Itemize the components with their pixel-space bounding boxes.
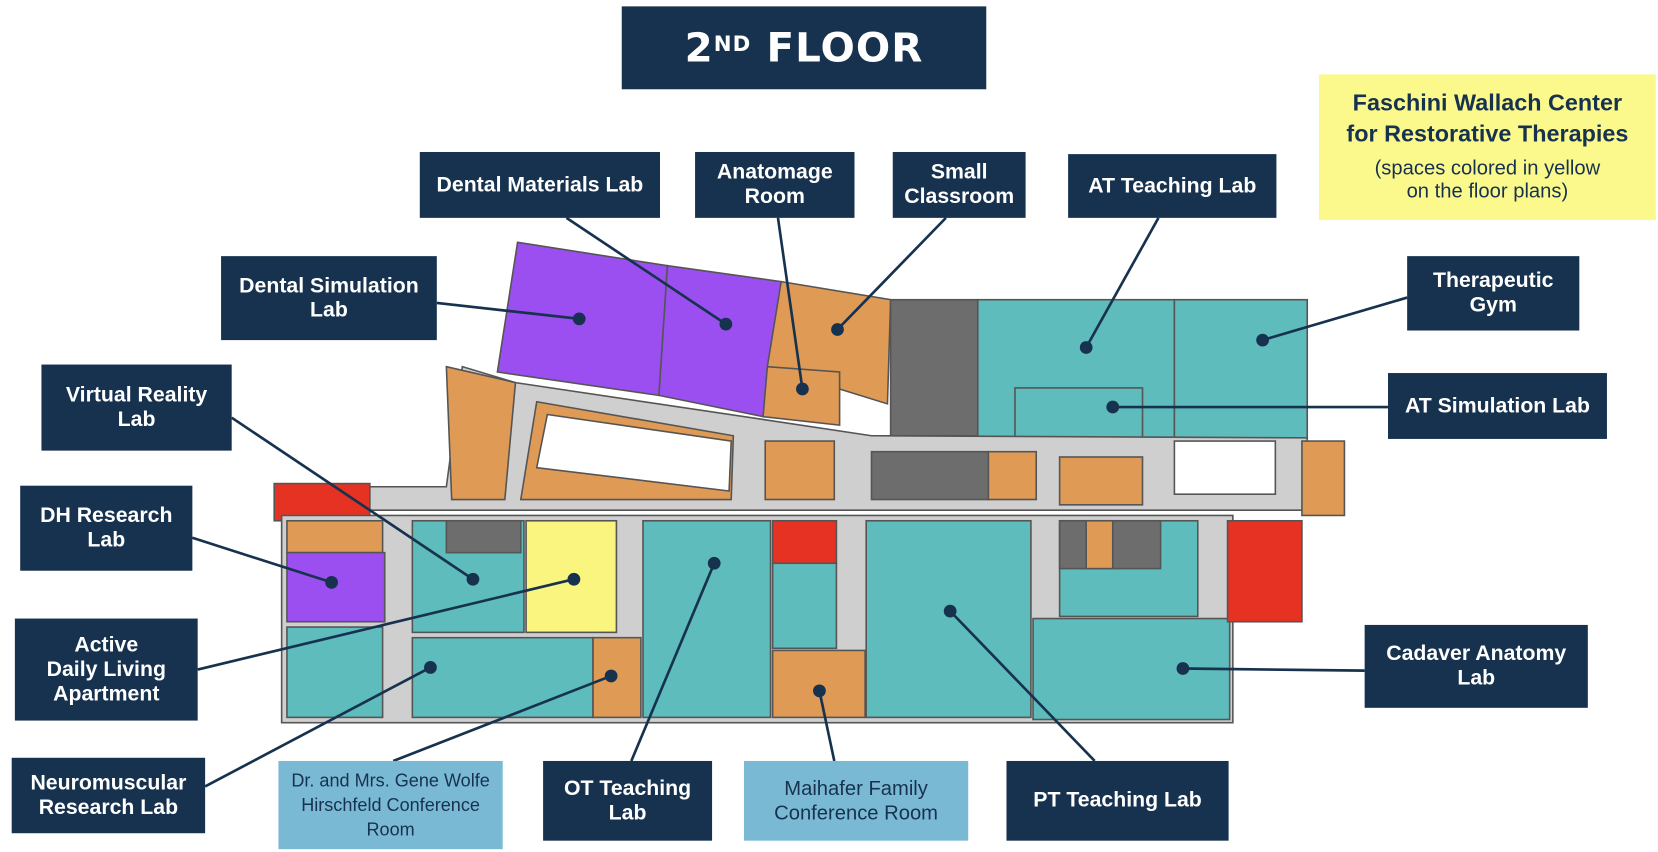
- label-text: Dental Materials Lab: [436, 172, 644, 197]
- lounge-left: [445, 365, 517, 501]
- study-room: [987, 450, 1038, 501]
- pt-teaching-lab-area: [865, 519, 1032, 719]
- legend-heading: Faschini Wallach Center: [1352, 89, 1623, 116]
- label-text: AT Teaching Lab: [1088, 173, 1257, 198]
- label-text: Classroom: [904, 184, 1015, 209]
- atrium: [535, 413, 733, 492]
- support-orange: [1085, 519, 1114, 570]
- study-area: [764, 440, 836, 501]
- vr-anteroom: [445, 519, 522, 554]
- label-text: Lab: [608, 800, 647, 825]
- prep-room: [771, 562, 838, 650]
- legend-note: (spaces colored in yellow: [1374, 157, 1601, 180]
- label-text: Conference Room: [774, 801, 939, 825]
- restroom-block: [889, 298, 979, 437]
- dh-research-lab-area: [286, 551, 386, 623]
- label-text: Daily Living: [46, 657, 166, 681]
- legend-box: Faschini Wallach Center for Restorative …: [1318, 74, 1656, 220]
- label-text: Small: [930, 160, 988, 184]
- stair-left: [273, 482, 371, 522]
- open-space: [1173, 440, 1277, 495]
- storage-dark: [870, 450, 990, 501]
- label-text: Gym: [1469, 293, 1517, 317]
- study-rooms-right: [1058, 456, 1144, 506]
- legend-heading: for Restorative Therapies: [1346, 120, 1629, 147]
- label-text: Lab: [310, 298, 348, 322]
- label-text: AT Simulation Lab: [1404, 393, 1590, 418]
- label-text: Active: [74, 632, 139, 657]
- label-text: Lab: [87, 528, 126, 552]
- label-text: Dental Simulation: [239, 273, 419, 298]
- label-text: OT Teaching: [563, 776, 692, 800]
- title-number: 2: [684, 24, 714, 72]
- label-dental-materials-lab: Dental Materials Lab: [419, 151, 660, 218]
- legend-note: on the floor plans): [1406, 180, 1569, 203]
- neuromuscular-lab-left: [286, 626, 384, 719]
- maihafer-conference-room-area: [771, 649, 866, 719]
- label-text: Virtual Reality: [65, 383, 208, 407]
- leader-lines: [191, 216, 1408, 788]
- label-text: Hirschfeld Conference: [301, 794, 480, 816]
- stair-right: [1226, 519, 1303, 623]
- label-text: DH Research: [40, 503, 173, 528]
- label-text: Therapeutic: [1432, 268, 1554, 293]
- dental-materials-lab-area: [658, 264, 783, 418]
- label-text: Research Lab: [38, 795, 179, 819]
- lounge-right: [1301, 440, 1346, 517]
- label-text: Lab: [1457, 666, 1496, 690]
- label-text: Anatomage: [716, 160, 833, 184]
- label-text: Neuromuscular: [30, 771, 187, 795]
- label-at-simulation-lab: AT Simulation Lab: [1388, 373, 1607, 439]
- label-text: Maihafer Family: [784, 777, 928, 800]
- label-text: Cadaver Anatomy: [1386, 641, 1567, 666]
- neuromuscular-research-lab-area: [411, 636, 594, 719]
- label-text: Room: [366, 819, 415, 840]
- label-text: Lab: [117, 407, 156, 431]
- utility-red: [771, 519, 838, 565]
- anatomage-room-area: [762, 365, 841, 427]
- small-rooms-left: [286, 519, 384, 554]
- label-text: PT Teaching Lab: [1033, 788, 1202, 812]
- label-text: Dr. and Mrs. Gene Wolfe: [291, 770, 490, 791]
- label-pt-teaching-lab: PT Teaching Lab: [1006, 760, 1229, 841]
- label-at-teaching-lab: AT Teaching Lab: [1068, 154, 1277, 218]
- location-dots: [325, 312, 1269, 698]
- title-text: FLOOR: [751, 24, 924, 72]
- label-text: Room: [744, 184, 805, 209]
- therapeutic-gym-area: [1173, 298, 1309, 439]
- label-text: Apartment: [53, 681, 160, 706]
- title-suffix: ND: [713, 30, 752, 57]
